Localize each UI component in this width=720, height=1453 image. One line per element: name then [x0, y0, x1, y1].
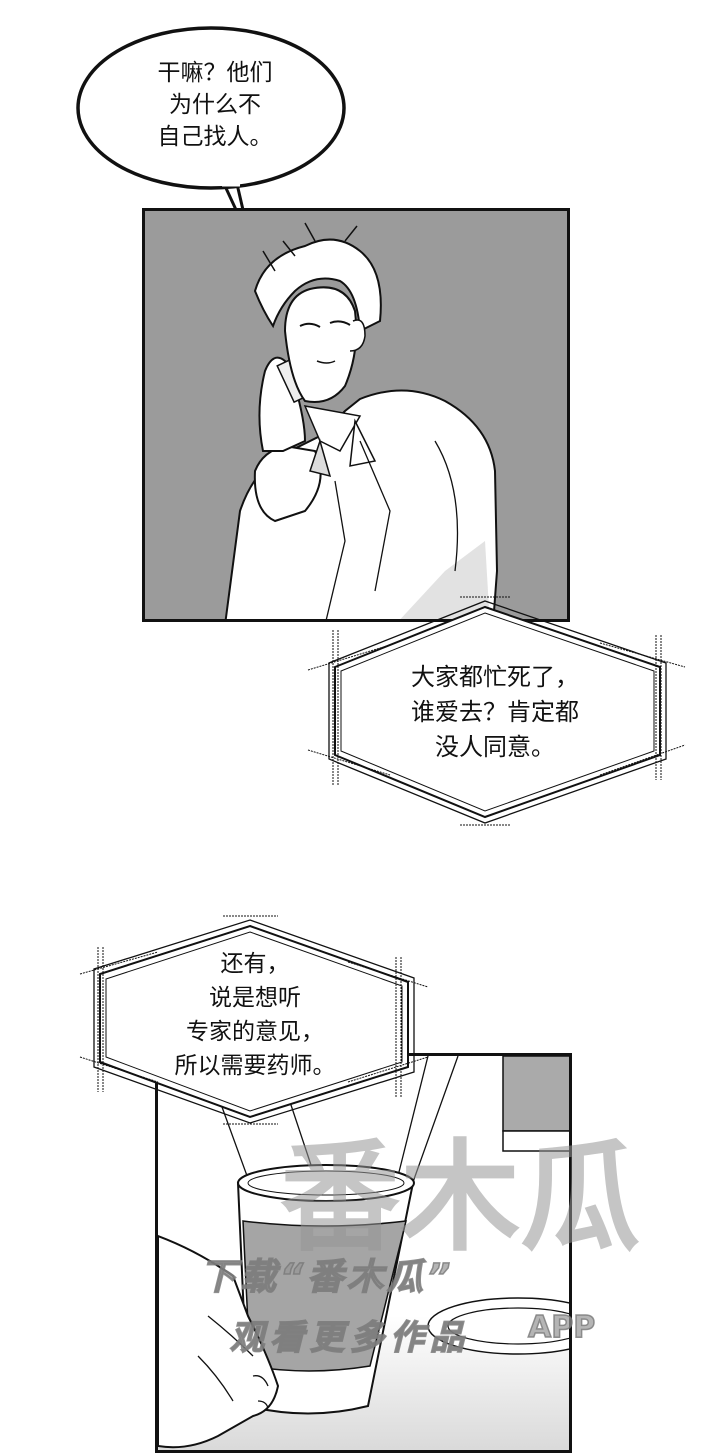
- coffee-cup-illustration: [158, 1056, 569, 1450]
- caption-box-2: [79, 915, 429, 1125]
- caption-box-1: [307, 596, 686, 826]
- watermark-line-2: 观看更多作品: [229, 1317, 470, 1359]
- caption-1-text: 大家都忙死了， 谁爱去？肯定都 没人同意。: [411, 663, 579, 761]
- watermark-line-1: 下载“番木瓜”: [199, 1256, 455, 1299]
- speech-bubble-text: 干嘛？他们 为什么不 自己找人。: [157, 60, 273, 150]
- watermark-app: APP: [527, 1309, 596, 1346]
- man-on-phone-illustration: [224, 222, 499, 619]
- caption-2-text: 还有， 说是想听 专家的意见， 所以需要药师。: [174, 951, 336, 1079]
- panel-man-on-phone: [142, 208, 570, 622]
- watermark-logo: 番木瓜: [280, 1129, 640, 1268]
- speech-bubble: [76, 26, 346, 241]
